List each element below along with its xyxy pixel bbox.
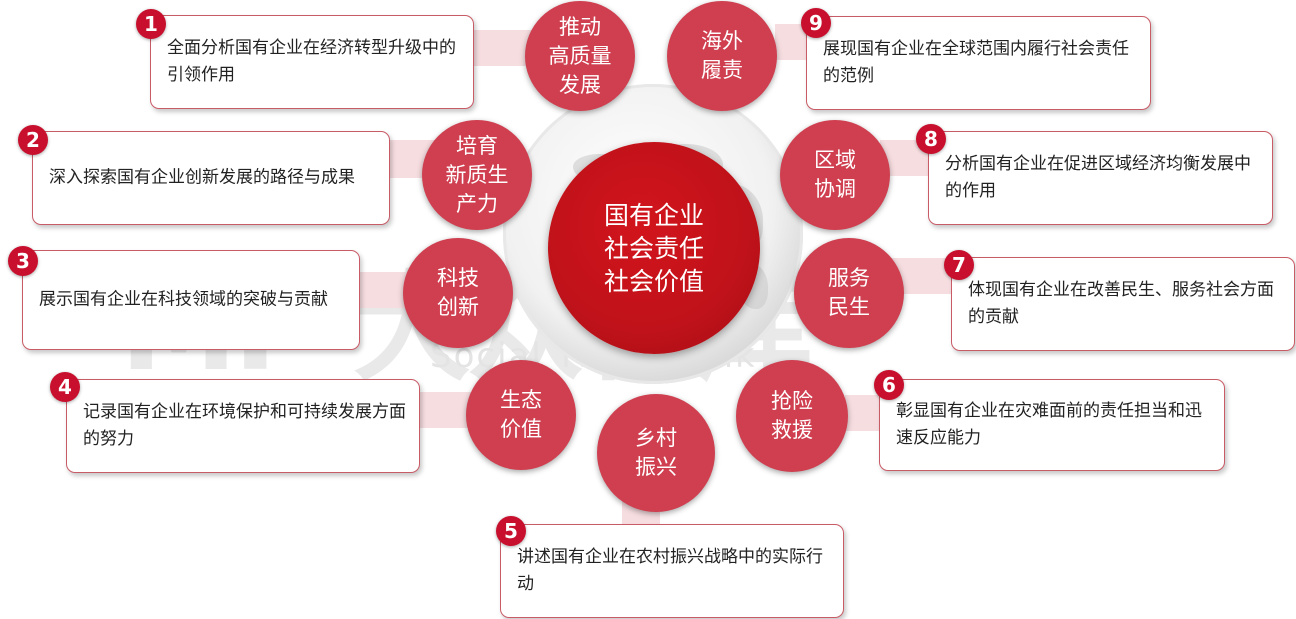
- petal-high-quality-development: 推动 高质量 发展: [525, 1, 635, 111]
- item-box-4: 记录国有企业在环境保护和可持续发展方面的努力: [66, 379, 420, 473]
- petal-label: 区域 协调: [814, 148, 856, 201]
- number-badge-7: 7: [944, 250, 974, 280]
- petal-new-productivity: 培育 新质生 产力: [422, 120, 532, 230]
- petal-emergency-rescue: 抢险 救援: [736, 360, 848, 472]
- item-box-6: 彰显国有企业在灾难面前的责任担当和迅速反应能力: [879, 379, 1225, 471]
- item-text: 彰显国有企业在灾难面前的责任担当和迅速反应能力: [896, 401, 1202, 448]
- center-label: 国有企业 社会责任 社会价值: [603, 200, 704, 296]
- petal-label: 科技 创新: [437, 266, 479, 319]
- number-badge-4: 4: [50, 372, 80, 402]
- petal-label: 生态 价值: [500, 388, 542, 441]
- number-badge-2: 2: [18, 125, 48, 155]
- item-box-8: 分析国有企业在促进区域经济均衡发展中的作用: [928, 131, 1273, 225]
- number-badge-8: 8: [916, 124, 946, 154]
- number-badge-9: 9: [801, 8, 831, 38]
- item-box-2: 深入探索国有企业创新发展的路径与成果: [32, 131, 390, 225]
- item-text: 分析国有企业在促进区域经济均衡发展中的作用: [945, 154, 1251, 201]
- number-badge-3: 3: [8, 246, 38, 276]
- number-badge-6: 6: [874, 370, 904, 400]
- item-box-7: 体现国有企业在改善民生、服务社会方面的贡献: [951, 257, 1295, 351]
- petal-label: 推动 高质量 发展: [548, 14, 612, 97]
- number-badge-1: 1: [136, 9, 166, 39]
- petal-label: 乡村 振兴: [635, 426, 677, 479]
- item-text: 展示国有企业在科技领域的突破与贡献: [39, 289, 328, 310]
- item-text: 展现国有企业在全球范围内履行社会责任的范例: [823, 39, 1129, 86]
- petal-public-welfare: 服务 民生: [794, 238, 904, 348]
- item-box-1: 全面分析国有企业在经济转型升级中的引领作用: [150, 15, 474, 109]
- connector-3: [355, 272, 410, 308]
- item-box-9: 展现国有企业在全球范围内履行社会责任的范例: [806, 16, 1151, 110]
- petal-label: 服务 民生: [828, 266, 870, 319]
- item-text: 深入探索国有企业创新发展的路径与成果: [49, 167, 355, 188]
- item-text: 讲述国有企业在农村振兴战略中的实际行动: [517, 547, 823, 594]
- petal-overseas-responsibility: 海外 履责: [667, 1, 777, 111]
- number-badge-5: 5: [496, 516, 526, 546]
- petal-label: 培育 新质生 产力: [445, 133, 509, 216]
- center-circle: 国有企业 社会责任 社会价值: [548, 142, 760, 354]
- petal-rural-revitalization: 乡村 振兴: [597, 394, 715, 512]
- petal-label: 海外 履责: [701, 29, 743, 82]
- item-text: 体现国有企业在改善民生、服务社会方面的贡献: [968, 280, 1274, 327]
- petal-ecological-value: 生态 价值: [466, 360, 576, 470]
- item-text: 记录国有企业在环境保护和可持续发展方面的努力: [83, 402, 406, 449]
- petal-regional-coordination: 区域 协调: [780, 120, 890, 230]
- item-box-3: 展示国有企业在科技领域的突破与贡献: [22, 250, 360, 350]
- petal-label: 抢险 救援: [771, 389, 813, 442]
- petal-tech-innovation: 科技 创新: [403, 238, 513, 348]
- connector-6: [845, 395, 883, 431]
- item-box-5: 讲述国有企业在农村振兴战略中的实际行动: [500, 524, 844, 618]
- item-text: 全面分析国有企业在经济转型升级中的引领作用: [167, 38, 456, 85]
